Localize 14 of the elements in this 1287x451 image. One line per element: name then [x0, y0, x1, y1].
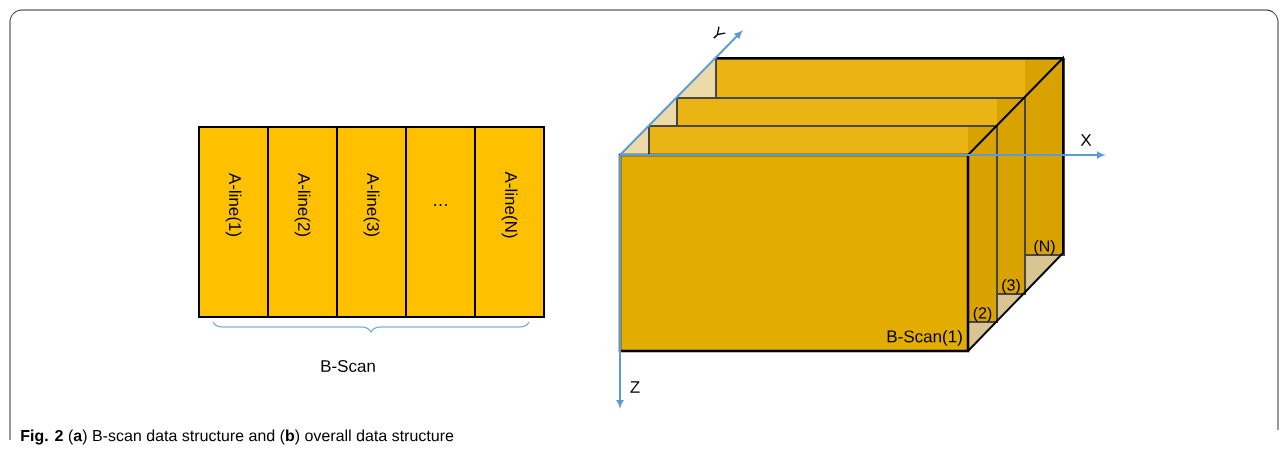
slice-label: (2) [973, 306, 992, 322]
strip: A-line(1) [198, 126, 269, 318]
slice-label: (N) [1034, 239, 1055, 255]
strip: A-line(3) [336, 126, 407, 318]
strip: … [405, 126, 476, 318]
axis-label: X [1080, 134, 1092, 146]
slice-label: (3) [1002, 278, 1020, 294]
brace-label: B-Scan [321, 360, 375, 372]
strip: A-line(N) [474, 126, 545, 318]
front-face: B-Scan(1) [618, 153, 970, 353]
caption: Fig. 2 (a) B-scan data structure and (b) overall data structure [21, 429, 454, 445]
axis-label: Y [713, 26, 726, 39]
axis-label: Z [630, 381, 640, 393]
strip: A-line(2) [267, 126, 338, 318]
